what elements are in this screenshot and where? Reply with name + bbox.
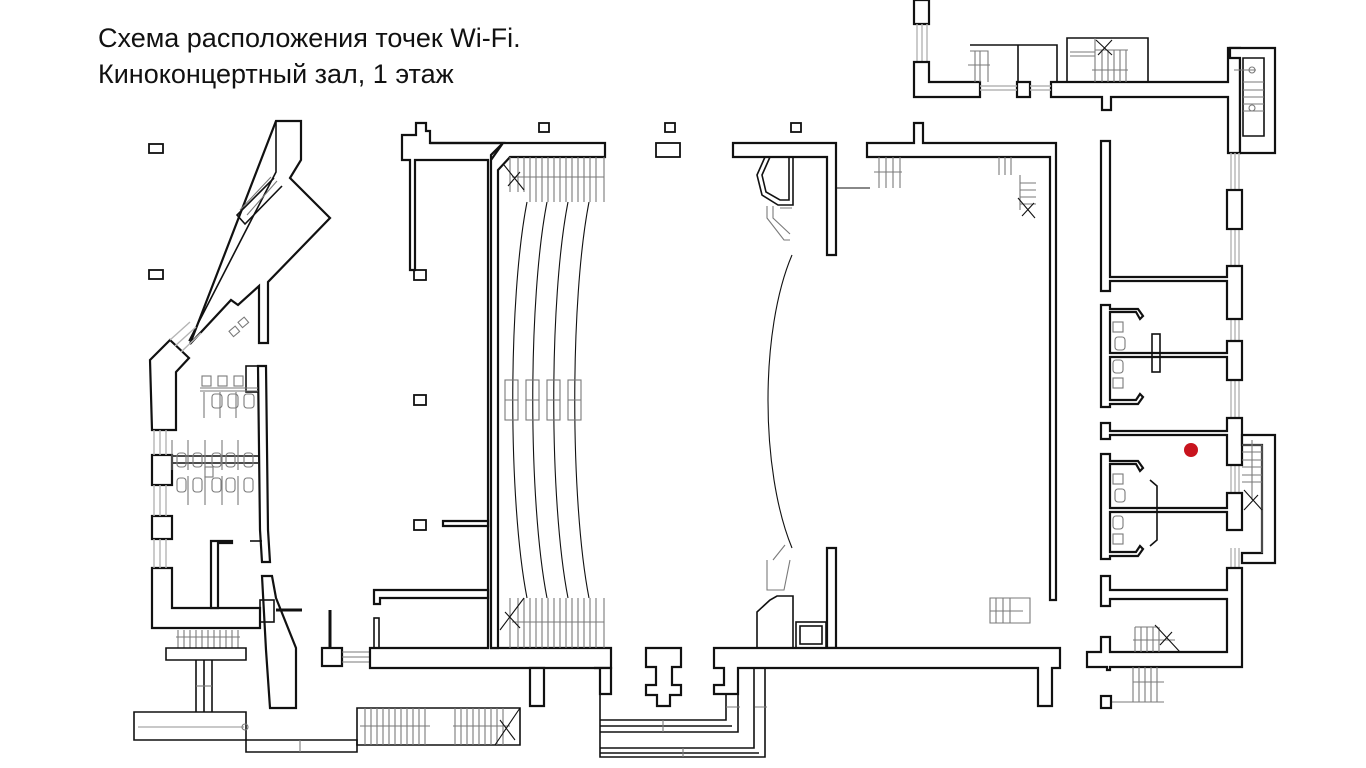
top-right-block (912, 0, 1277, 155)
column (148, 269, 164, 280)
plan-title: Схема расположения точек Wi-Fi. Киноконц… (98, 20, 521, 92)
foyer-walls (368, 121, 613, 708)
columns (148, 122, 802, 531)
right-wing (1085, 139, 1277, 710)
seating-area (499, 157, 605, 648)
column (413, 394, 427, 406)
plan-title-line-2: Киноконцертный зал, 1 этаж (98, 59, 454, 89)
plan-title-line-1: Схема расположения точек Wi-Fi. (98, 23, 521, 53)
column (655, 142, 681, 158)
column (664, 122, 676, 133)
column (538, 122, 550, 133)
column (148, 143, 164, 154)
stage-walls (712, 121, 1062, 708)
wifi-access-point-marker[interactable] (1184, 443, 1198, 457)
entrance-stairs-bottom (245, 610, 521, 753)
column (413, 519, 427, 531)
center-entrance (599, 646, 767, 758)
left-wing (133, 119, 332, 741)
column (790, 122, 802, 133)
restroom-fixtures (171, 316, 258, 505)
right-restroom-fixtures (1112, 321, 1126, 545)
column (413, 269, 427, 281)
